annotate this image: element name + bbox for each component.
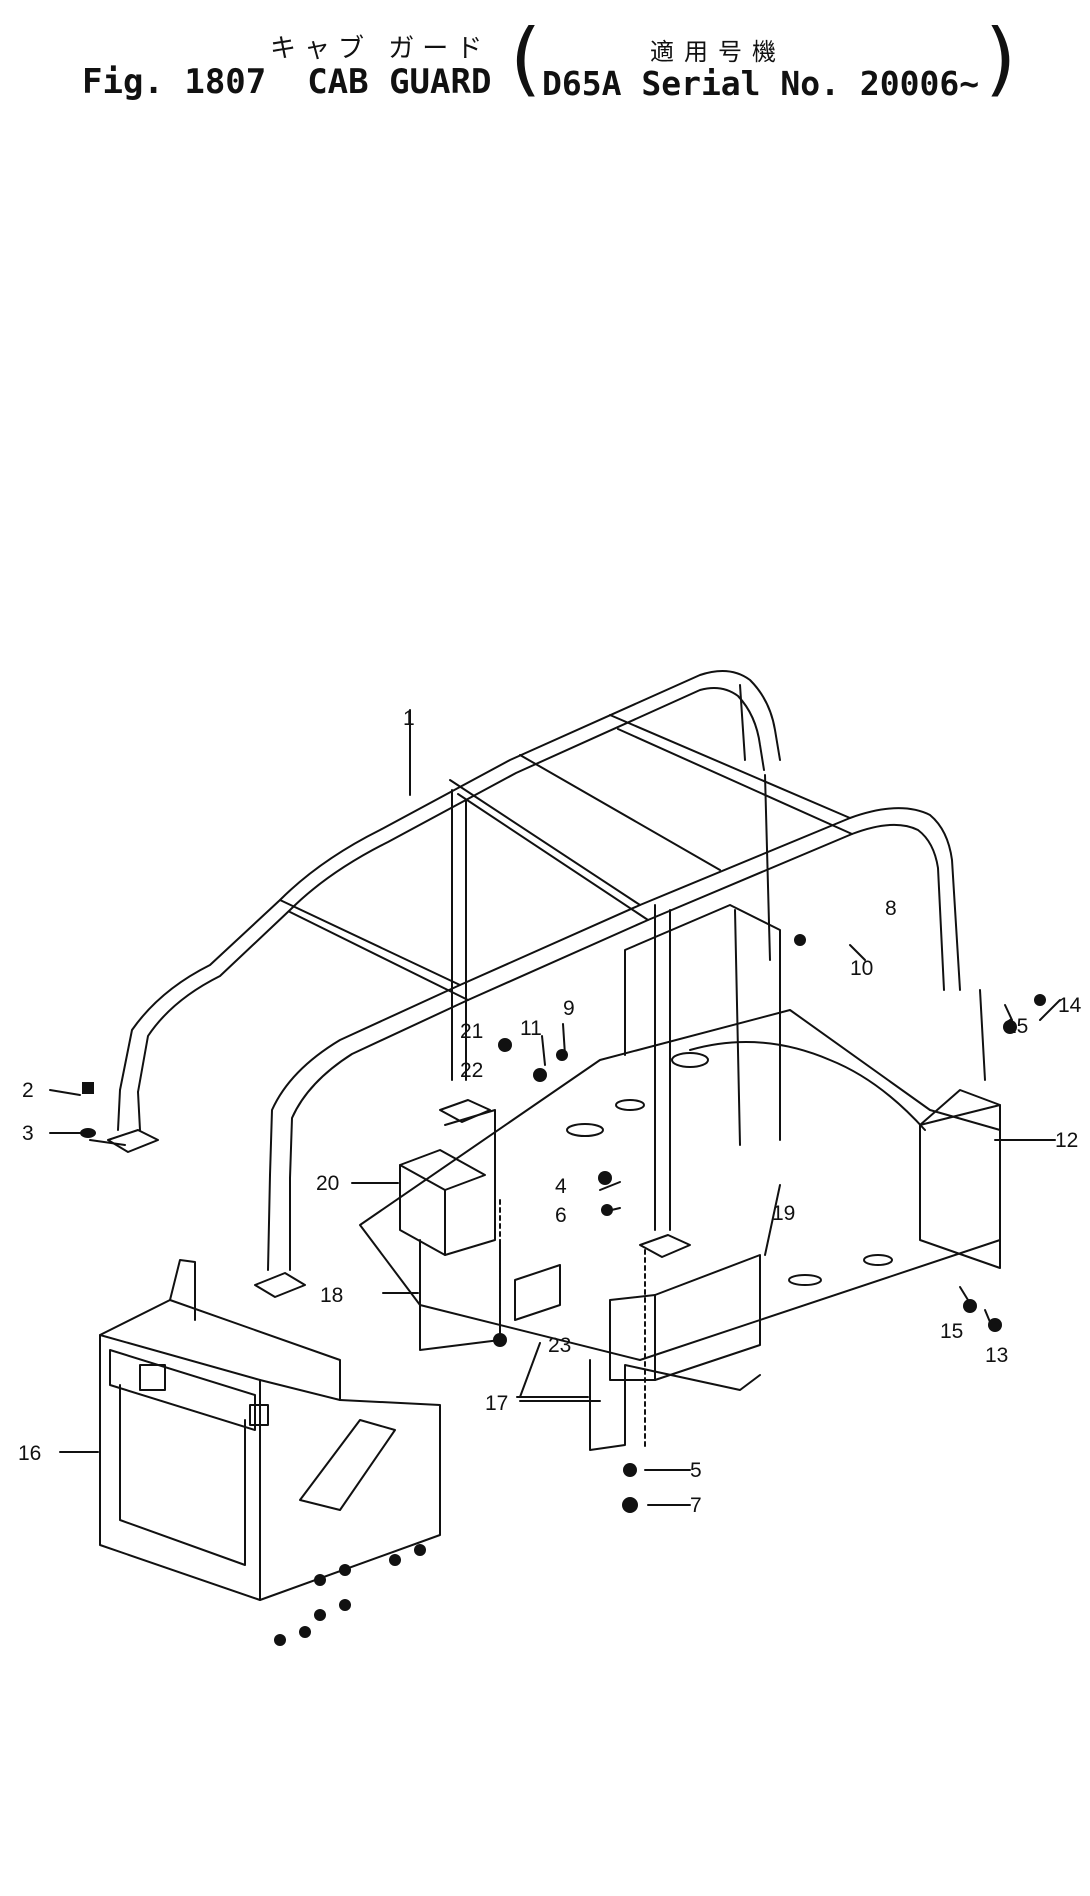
- callout-8: 8: [885, 897, 897, 920]
- callout-15a: 15: [1005, 1015, 1028, 1038]
- figure-name: CAB GUARD: [307, 62, 492, 102]
- callout-7: 7: [690, 1494, 702, 1517]
- callout-22: 22: [460, 1059, 483, 1082]
- callout-13: 13: [985, 1344, 1008, 1367]
- hardware-parts: [80, 934, 1046, 1646]
- cab-body: [359, 904, 1001, 1451]
- callout-17: 17: [485, 1392, 508, 1415]
- callout-19: 19: [772, 1202, 795, 1225]
- callout-3: 3: [22, 1122, 34, 1145]
- leader-lines: [49, 709, 1061, 1506]
- callout-21: 21: [460, 1020, 483, 1043]
- callout-23: 23: [548, 1334, 571, 1357]
- callout-4: 4: [555, 1175, 567, 1198]
- cage-frame: [107, 670, 986, 1298]
- callout-16: 16: [18, 1442, 41, 1465]
- callout-5: 5: [690, 1459, 702, 1482]
- callout-1: 1: [403, 707, 415, 730]
- callout-15b: 15: [940, 1320, 963, 1343]
- callout-9: 9: [563, 997, 575, 1020]
- figure-title: Fig. 1807 CAB GUARD: [82, 62, 491, 102]
- serial-range: D65A Serial No. 20006~: [542, 64, 980, 103]
- applicable-japanese: 適用号機: [650, 38, 786, 66]
- front-console: [99, 1259, 441, 1601]
- callout-14: 14: [1058, 994, 1082, 1017]
- figure-number: Fig. 1807: [82, 62, 267, 102]
- callout-6: 6: [555, 1204, 567, 1227]
- callout-12: 12: [1055, 1129, 1078, 1152]
- callout-11: 11: [520, 1017, 542, 1040]
- title-japanese: キャブ ガード: [270, 34, 491, 64]
- title-block: キャブ ガード 適用号機 Fig. 1807 CAB GUARD ( D65A …: [0, 0, 1090, 110]
- callout-labels: 1 2 3 4 5 6 7 8 9 10 11 12 13 14 15 15 1…: [18, 707, 1082, 1517]
- right-parenthesis: ): [985, 12, 1017, 105]
- callout-2: 2: [22, 1079, 34, 1102]
- callout-10: 10: [850, 957, 873, 980]
- left-parenthesis: (: [510, 12, 542, 105]
- callout-20: 20: [316, 1172, 339, 1195]
- callout-18: 18: [320, 1284, 343, 1307]
